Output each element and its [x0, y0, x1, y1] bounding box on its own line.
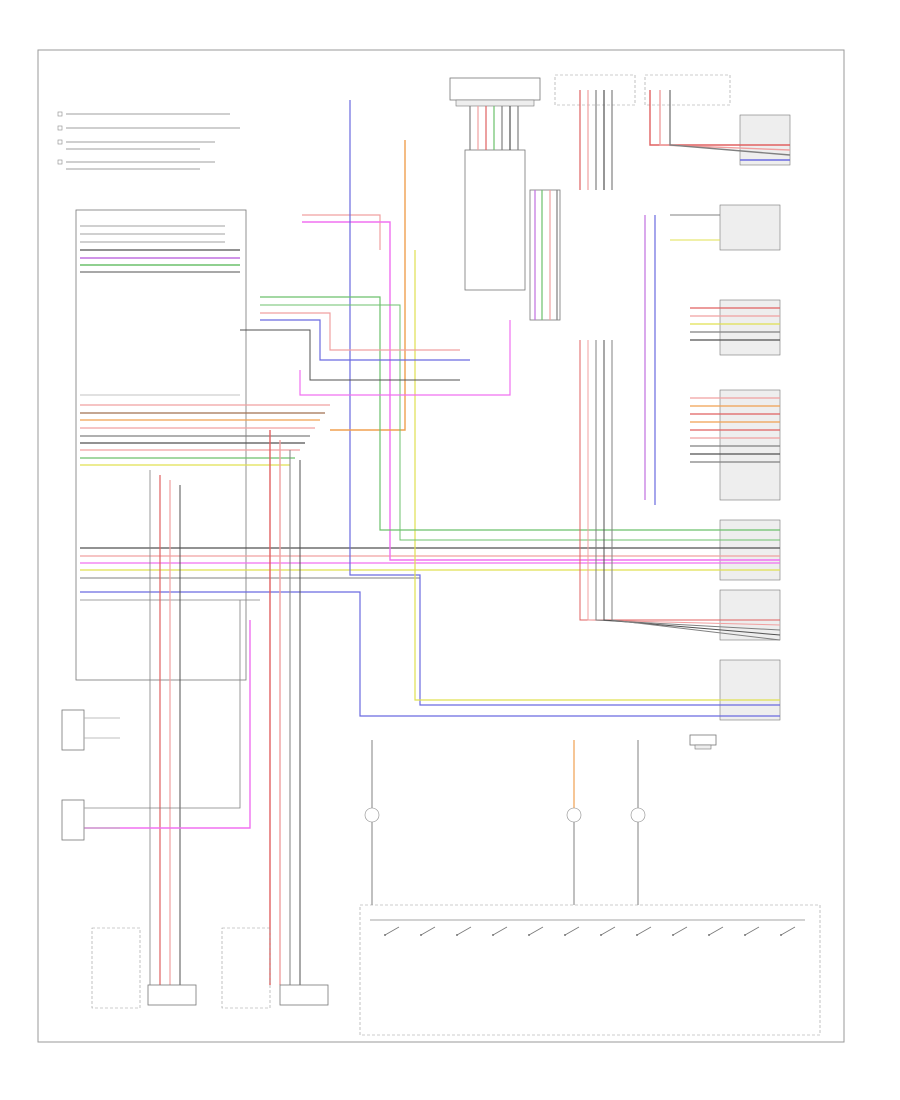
switch-terminal	[672, 934, 674, 936]
wire	[579, 340, 780, 621]
switch-terminal	[456, 934, 458, 936]
switch-contact	[744, 926, 760, 936]
wire	[611, 340, 781, 641]
switch-contact	[780, 926, 796, 936]
rear-right-speaker	[61, 709, 120, 751]
wire	[659, 90, 791, 151]
switch-contact	[420, 926, 436, 936]
wire	[349, 100, 780, 706]
wire	[302, 214, 381, 250]
rear-left-speaker	[61, 799, 120, 841]
bottom-speaker-group	[91, 927, 329, 1009]
notes-block	[57, 111, 240, 170]
switch-contact	[528, 926, 544, 936]
switch-contact	[600, 926, 616, 936]
switch-terminal	[600, 934, 602, 936]
wire	[595, 340, 781, 631]
wire	[299, 320, 511, 396]
audio-unit	[75, 209, 247, 681]
switch-terminal	[384, 934, 386, 936]
steering-switch-panel	[359, 904, 821, 1036]
wire-orange	[330, 140, 406, 431]
wire	[84, 600, 241, 809]
wire	[260, 312, 460, 351]
diagram-frame	[37, 49, 845, 1043]
switch-contact	[384, 926, 400, 936]
switch-terminal	[492, 934, 494, 936]
switch-contact	[492, 926, 508, 936]
wire	[414, 250, 780, 701]
wire	[260, 319, 470, 361]
switch-contact	[456, 926, 472, 936]
switch-terminal	[744, 934, 746, 936]
wire	[84, 620, 251, 829]
switch-terminal	[780, 934, 782, 936]
switch-terminal	[636, 934, 638, 936]
switch-terminal	[528, 934, 530, 936]
switch-row	[370, 919, 805, 936]
switch-terminal	[420, 934, 422, 936]
switch-contact	[672, 926, 688, 936]
switch-terminal	[564, 934, 566, 936]
wire	[649, 90, 790, 146]
bluetooth-module	[689, 734, 717, 750]
wire	[587, 340, 781, 626]
wire	[260, 304, 780, 541]
top-right-connectors	[554, 74, 791, 166]
right-connector-stack	[719, 204, 781, 721]
wire	[669, 90, 791, 156]
center-module	[449, 77, 561, 321]
switch-terminal	[708, 934, 710, 936]
switch-contact	[636, 926, 652, 936]
wire	[302, 221, 780, 561]
switch-contact	[708, 926, 724, 936]
antenna-elements	[364, 807, 646, 823]
wire-blue	[80, 591, 780, 717]
wire	[603, 340, 781, 636]
wire	[240, 329, 460, 381]
wire-layer	[80, 90, 791, 985]
switch-contact	[564, 926, 580, 936]
